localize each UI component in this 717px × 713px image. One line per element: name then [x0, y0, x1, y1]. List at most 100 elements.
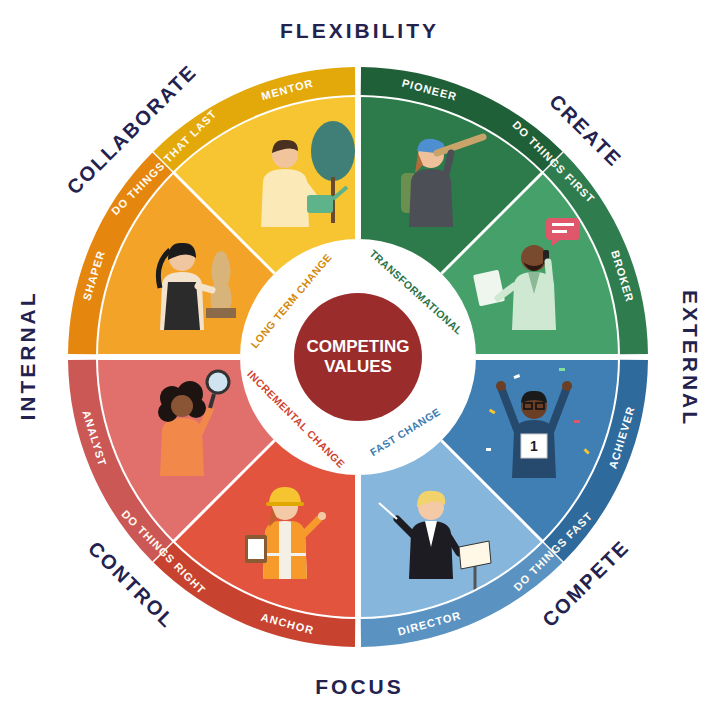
illustration-part: [496, 381, 506, 391]
illustration-part: [269, 487, 301, 503]
illustration-part: [476, 354, 620, 360]
illustration-part: [548, 262, 550, 282]
illustration-part: [207, 371, 229, 393]
illustration-part: [397, 519, 413, 535]
axis-label: EXTERNAL: [680, 287, 701, 427]
band-segment: [361, 67, 563, 171]
center-title: COMPETING VALUES: [300, 337, 416, 376]
band-shape: [153, 542, 356, 647]
illustration-part: [355, 95, 361, 239]
illustration-part: [198, 286, 212, 290]
illustration-part: [486, 448, 491, 451]
illustration-part: [168, 243, 196, 260]
band-shape: [360, 67, 563, 172]
role-band: DIRECTOR: [360, 542, 563, 647]
role-band: BROKER: [543, 152, 648, 355]
illustration-part: [266, 502, 304, 506]
illustration-part: [441, 440, 543, 542]
illustration-part: [171, 395, 193, 417]
analyst-figure: [158, 371, 229, 476]
illustration-part: [574, 420, 580, 423]
band-segment: [361, 543, 563, 647]
illustration-part: [160, 418, 204, 476]
band-segment: [68, 360, 172, 562]
anchor-figure: [245, 487, 326, 579]
director-figure: [379, 491, 491, 593]
illustration-part: [489, 409, 496, 415]
illustration-part: [473, 270, 505, 307]
illustration-part: [173, 172, 275, 274]
illustration-part: [333, 187, 347, 199]
illustration-part: [559, 368, 565, 371]
illustration-part: [210, 394, 214, 408]
illustration-part: [206, 308, 236, 318]
illustration-part: [401, 137, 483, 227]
illustration-part: [441, 172, 543, 274]
illustration-part: [521, 434, 547, 458]
illustration-part: [96, 354, 240, 360]
band-segment: [153, 543, 355, 647]
illustration-part: [307, 195, 333, 213]
mentor-figure: [261, 121, 355, 227]
illustration-part: [158, 371, 229, 476]
illustration-part: [425, 521, 437, 547]
pioneer-figure: [401, 137, 483, 227]
illustration-part: [523, 262, 545, 271]
illustration-part: [486, 368, 590, 478]
band-shape: [543, 152, 648, 355]
illustration-part: [473, 218, 580, 330]
illustration-part: [524, 403, 532, 409]
illustration-part: [379, 503, 397, 519]
axis-label: FLEXIBILITY: [277, 20, 439, 41]
illustration-part: [474, 566, 477, 593]
band-shape: [68, 359, 173, 562]
illustration-part: [263, 521, 307, 579]
illustration-part: [261, 169, 309, 227]
role-band: PIONEER: [360, 67, 563, 172]
wedge-separators: [96, 95, 620, 619]
illustration-part: [550, 390, 566, 432]
illustration-part: [210, 251, 231, 308]
illustration-part: [498, 286, 514, 298]
illustration-part: [449, 537, 459, 553]
illustration-part: [303, 519, 319, 535]
illustration-part: [459, 541, 491, 569]
illustration-part: [437, 137, 483, 153]
illustration-part: [173, 440, 275, 542]
illustration-part: [552, 230, 567, 233]
illustration-part: [272, 140, 298, 153]
illustration-part: [248, 539, 264, 559]
role-band: ACHIEVER: [543, 359, 648, 562]
illustration-part: [502, 390, 518, 432]
illustration-part: [291, 553, 306, 556]
illustration-part: [379, 491, 491, 593]
illustration-part: [409, 521, 453, 579]
illustration-part: [160, 272, 204, 330]
illustration-part: [562, 381, 572, 391]
band-shape: [543, 359, 648, 562]
achiever-figure: [486, 368, 590, 478]
band-shape: [360, 542, 563, 647]
illustration-part: [269, 507, 277, 527]
illustration-part: [546, 218, 580, 246]
illustration-part: [445, 153, 451, 179]
center-circle: COMPETING VALUES: [294, 293, 422, 421]
illustration-part: [415, 153, 423, 173]
illustration-part: [417, 491, 445, 507]
illustration-part: [158, 250, 170, 288]
shaper-figure: [158, 243, 236, 330]
illustration-part: [158, 243, 236, 330]
circle-fill: [294, 293, 422, 421]
band-segment: [544, 152, 648, 354]
illustration-part: [200, 410, 210, 432]
broker-figure: [473, 218, 580, 330]
band-segment: [544, 360, 648, 562]
illustration-part: [355, 475, 361, 619]
axis-label: INTERNAL: [17, 290, 38, 423]
illustration-part: [536, 403, 544, 409]
axis-label: FOCUS: [312, 676, 404, 697]
illustration-part: [311, 121, 355, 181]
illustration-part: [245, 535, 267, 563]
illustration-part: [164, 282, 200, 330]
bib-number: 1: [530, 439, 538, 453]
